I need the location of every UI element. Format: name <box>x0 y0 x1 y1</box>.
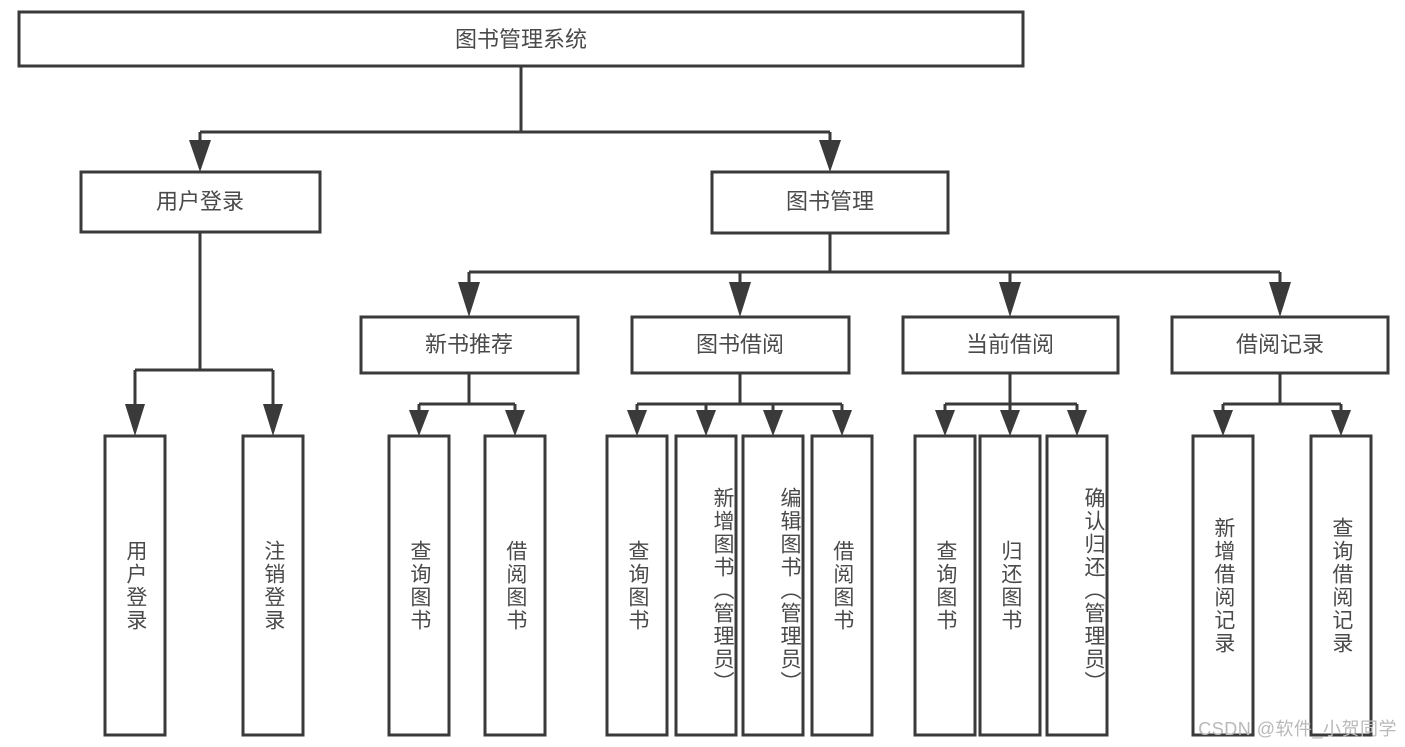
arrow-head-leaf-return-book <box>1000 410 1020 436</box>
node-label-borrow-record: 借阅记录 <box>1236 332 1324 357</box>
arrow-head-leaf-query-book-1 <box>409 410 429 436</box>
node-box-leaf-query-record[interactable] <box>1309 434 1373 737</box>
arrow-head-leaf-query-record <box>1331 410 1351 436</box>
arrow-head-user-login <box>189 140 211 172</box>
arrow-head-leaf-user-login <box>125 404 145 436</box>
arrow-head-leaf-confirm-return <box>1067 410 1087 436</box>
node-box-user-login[interactable] <box>79 170 322 234</box>
node-box-root[interactable] <box>17 10 1025 68</box>
node-layer: 图书管理系统 用户登录 图书管理 新书推荐 图书借阅 当前借阅 借阅记录 <box>17 10 1390 737</box>
node-box-leaf-query-book-1[interactable] <box>387 434 451 737</box>
node-box-current-borrow[interactable] <box>901 315 1120 375</box>
node-box-leaf-confirm-return[interactable] <box>1045 434 1109 737</box>
arrow-head-new-book-recommend <box>458 282 480 317</box>
arrow-head-leaf-add-record <box>1213 410 1233 436</box>
node-box-leaf-query-book-2[interactable] <box>605 434 669 737</box>
arrow-head-leaf-add-book-admin <box>696 410 716 436</box>
connector-layer <box>125 66 1351 436</box>
node-box-leaf-add-book-admin[interactable] <box>674 434 738 737</box>
arrow-head-leaf-logout <box>263 404 283 436</box>
node-box-book-borrow[interactable] <box>630 315 851 375</box>
arrow-head-leaf-borrow-book-1 <box>505 410 525 436</box>
arrow-head-leaf-query-book-3 <box>935 410 955 436</box>
node-box-book-management[interactable] <box>710 170 950 235</box>
node-label-book-management: 图书管理 <box>786 189 874 214</box>
node-box-new-book-recommend[interactable] <box>359 315 580 375</box>
node-box-leaf-edit-book-admin[interactable] <box>741 434 805 737</box>
arrow-head-book-borrow <box>729 282 751 317</box>
node-label-current-borrow: 当前借阅 <box>966 332 1054 357</box>
arrow-head-leaf-edit-book-admin <box>763 410 783 436</box>
node-label-new-book-recommend: 新书推荐 <box>425 332 513 357</box>
node-box-leaf-return-book[interactable] <box>978 434 1042 737</box>
node-box-leaf-borrow-book-1[interactable] <box>483 434 547 737</box>
node-box-borrow-record[interactable] <box>1170 315 1390 375</box>
arrow-head-borrow-record <box>1269 282 1291 317</box>
node-box-leaf-add-record[interactable] <box>1191 434 1255 737</box>
node-box-leaf-logout[interactable] <box>241 434 305 737</box>
node-label-user-login: 用户登录 <box>156 189 244 214</box>
node-box-leaf-query-book-3[interactable] <box>913 434 977 737</box>
node-label-root: 图书管理系统 <box>455 27 587 52</box>
arrow-head-leaf-query-book-2 <box>627 410 647 436</box>
arrow-head-leaf-borrow-book-2 <box>832 410 852 436</box>
arrow-head-book-management <box>819 140 841 172</box>
node-box-leaf-user-login[interactable] <box>103 434 167 737</box>
node-label-book-borrow: 图书借阅 <box>696 332 784 357</box>
arrow-head-current-borrow <box>999 282 1021 317</box>
node-box-leaf-borrow-book-2[interactable] <box>810 434 874 737</box>
